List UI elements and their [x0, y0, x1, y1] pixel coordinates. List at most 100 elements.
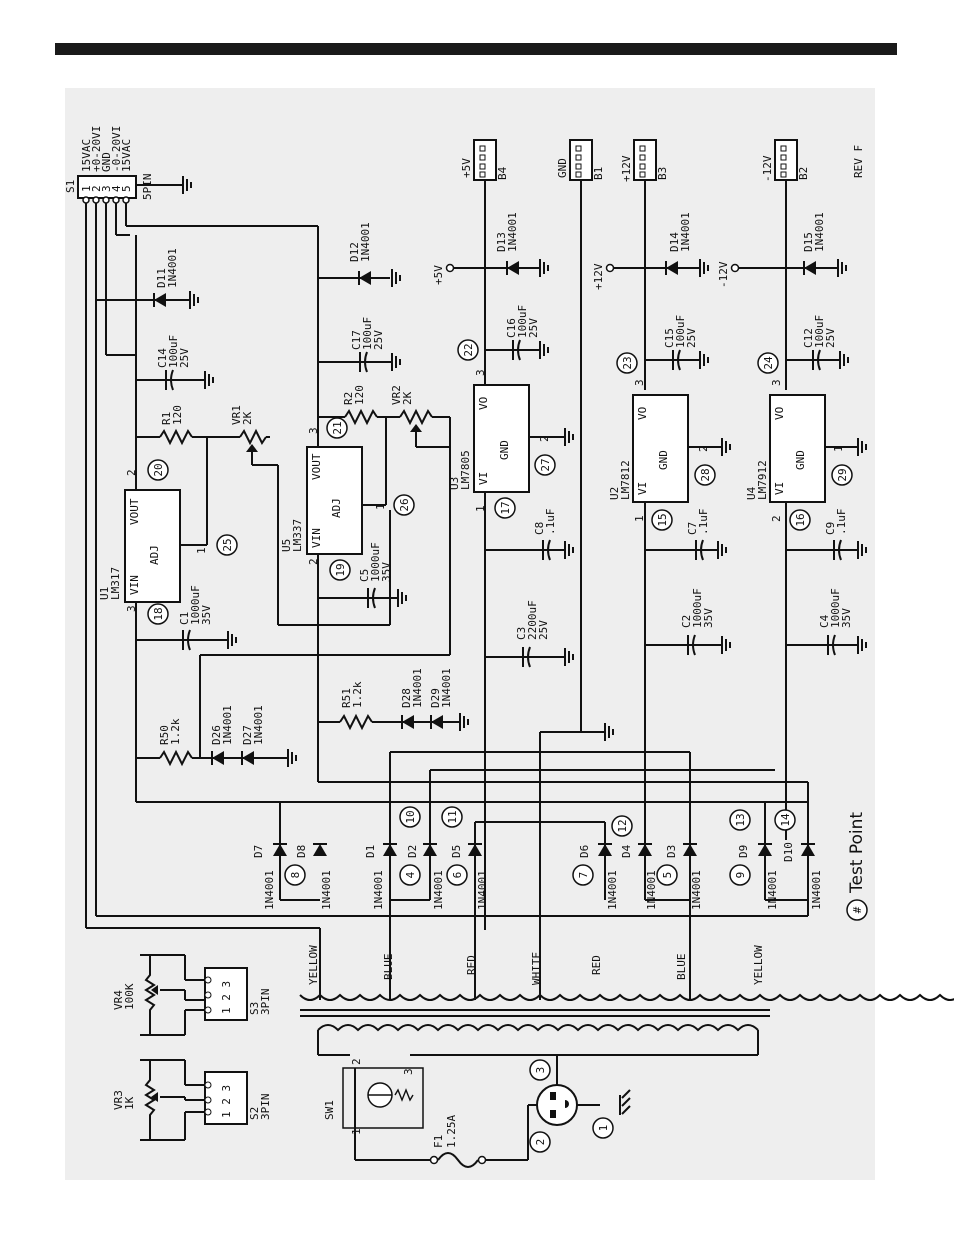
d26-part: 1N4001: [221, 705, 234, 745]
s2-ref: S2: [248, 1107, 261, 1120]
u2-part: LM7812: [619, 460, 632, 500]
header-b2-ref: B2: [797, 167, 810, 180]
d2-part: 1N4001: [432, 870, 445, 910]
test-point-15: 15: [651, 509, 673, 531]
diode-d11: D11 1N4001: [136, 248, 199, 310]
test-point-1: 1: [592, 1117, 614, 1139]
diode-d10: [800, 843, 816, 857]
legend-text: Test Point: [847, 812, 867, 894]
u3-pin-gnd-num: 2: [538, 435, 551, 442]
d4-ref: D4: [620, 844, 633, 858]
cap-c4: C4 1000uF 35V: [786, 588, 867, 656]
test-point-25: 25: [216, 534, 238, 556]
d10-ref: D10: [782, 842, 795, 862]
trimmer-vr1: VR1 2K: [230, 405, 391, 626]
svg-text:1: 1: [597, 1125, 610, 1132]
test-point-14: 14: [774, 809, 796, 831]
c1-value: 1000uF: [189, 585, 202, 625]
s3-ref: S3: [248, 1002, 261, 1015]
c5-value: 1000uF: [369, 542, 382, 582]
test-point-23: 23: [616, 352, 638, 374]
u4-vi-pin: VI: [773, 482, 786, 495]
cap-c2: C2 1000uF 35V: [645, 588, 731, 656]
d28-ref: D28: [400, 688, 413, 708]
header-b1: GND B1: [556, 139, 605, 732]
cap-c5: C5 1000uF 35V: [318, 542, 407, 609]
vr3-ref: VR3: [112, 1090, 125, 1110]
wire-yellow-left: YELLOW: [307, 945, 320, 985]
ground-main: [539, 722, 614, 1000]
test-point-9: 9: [729, 864, 751, 886]
u3-vo-pin: VO: [477, 397, 490, 410]
cap-c12: C12 100uF 25V: [786, 315, 849, 371]
c16-value: 100uF: [516, 305, 529, 338]
cap-c3: C3 2200uF 25V: [485, 600, 574, 668]
c2-voltage: 35V: [702, 608, 715, 628]
vr4-ref: VR4: [112, 990, 125, 1010]
c15-ref: C15: [663, 328, 676, 348]
svg-text:5: 5: [661, 872, 674, 879]
c3-value: 2200uF: [526, 600, 539, 640]
resistor-r2: R2 120: [318, 385, 400, 426]
test-point-21: 21: [326, 417, 348, 439]
svg-text:24: 24: [762, 356, 775, 370]
svg-text:7: 7: [577, 872, 590, 879]
s1-pin-3: 3: [100, 185, 113, 192]
d29-part: 1N4001: [440, 668, 453, 708]
trimmer-vr2: VR2 2K: [199, 385, 451, 758]
c4-ref: C4: [818, 614, 831, 628]
svg-text:8: 8: [289, 872, 302, 879]
d8-part: 1N4001: [320, 870, 333, 910]
d6-part: 1N4001: [606, 870, 619, 910]
test-point-3: 3: [529, 1059, 551, 1081]
svg-text:23: 23: [621, 356, 634, 369]
u5-pin-in-num: 2: [307, 558, 320, 565]
test-point-28: 28: [694, 464, 716, 486]
test-point-29: 29: [831, 464, 853, 486]
s1-wires: [85, 203, 808, 929]
header-b4: +5V B4: [460, 139, 509, 390]
u1-vin-pin: VIN: [128, 575, 141, 595]
u3-pin-in-num: 1: [474, 505, 487, 512]
s1-pin-4: 4: [110, 185, 123, 192]
d15-part: 1N4001: [813, 212, 826, 252]
transformer: [299, 993, 954, 1056]
d15-ref: D15: [802, 232, 815, 252]
svg-text:10: 10: [404, 810, 417, 823]
d11-part: 1N4001: [166, 248, 179, 288]
diode-d9: [757, 843, 773, 857]
u2-pin-out-num: 3: [633, 379, 646, 386]
r51-ref: R51: [340, 688, 353, 708]
d10-part: 1N4001: [810, 870, 823, 910]
u2-pin-in-num: 1: [633, 515, 646, 522]
header-b3-label: +12V: [620, 155, 633, 182]
c8-value: .1uF: [544, 509, 557, 536]
u5-adj-pin: ADJ: [330, 498, 343, 518]
c9-value: .1uF: [835, 509, 848, 536]
svg-text:6: 6: [451, 872, 464, 879]
top-rule: [55, 43, 897, 55]
cap-c7: C7 .1uF: [645, 509, 727, 561]
s1-signal-5: 15VAC: [120, 139, 133, 172]
diode-d5: [467, 843, 483, 857]
vr1-ref: VR1: [230, 405, 243, 425]
r2-ref: R2: [342, 392, 355, 405]
svg-text:13: 13: [734, 813, 747, 826]
wire-white: WHITE: [530, 952, 543, 985]
r50-value: 1.2k: [169, 718, 182, 745]
d4-part: 1N4001: [645, 870, 658, 910]
d3-part: 1N4001: [690, 870, 703, 910]
u3-ref: U3: [448, 477, 461, 490]
u5-vin-pin: VIN: [310, 528, 323, 548]
vr2-value: 2K: [401, 391, 414, 405]
test-point-22: 22: [457, 339, 479, 361]
c15-voltage: 25V: [685, 328, 698, 348]
s3-type: 3PIN: [259, 989, 272, 1016]
c16-voltage: 25V: [527, 318, 540, 338]
s1-signal-3: GND: [100, 152, 113, 172]
sw1-ref: SW1: [323, 1100, 336, 1120]
test-point-13: 13: [729, 809, 751, 831]
u5-pin-out-num: 3: [307, 427, 320, 434]
resistor-r1: R1 120: [136, 405, 240, 446]
c3-voltage: 25V: [537, 620, 550, 640]
